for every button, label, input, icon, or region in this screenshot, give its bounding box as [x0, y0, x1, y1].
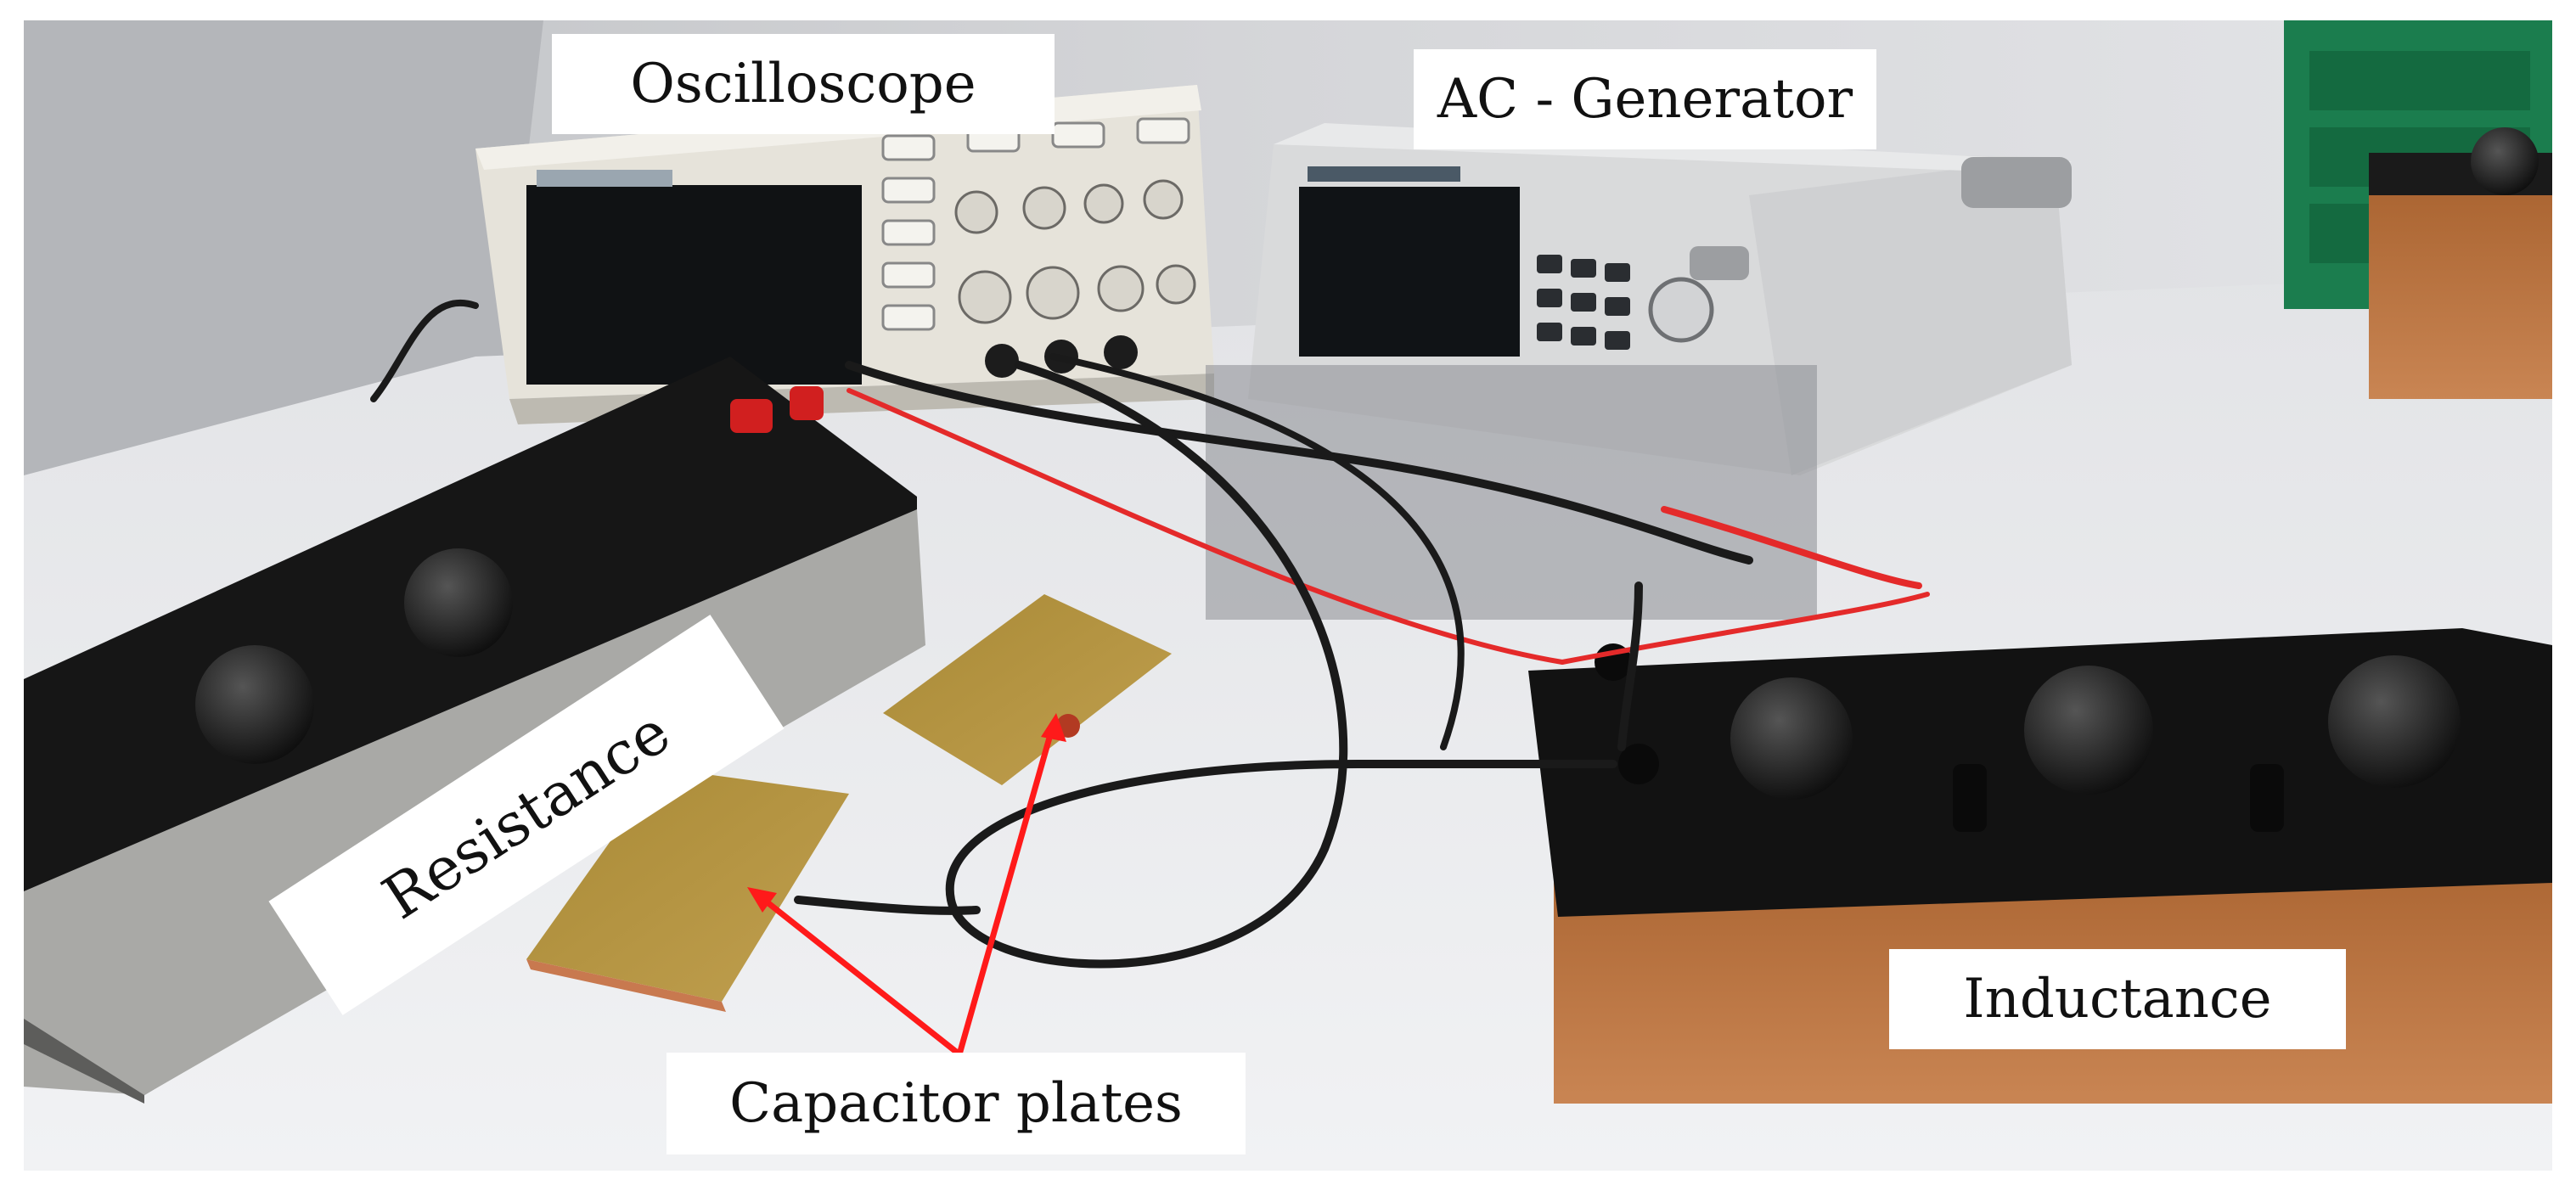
inductance-label: Inductance: [1889, 949, 2346, 1049]
wooden-box-small: [2369, 127, 2552, 399]
capacitor-plates-label: Capacitor plates: [666, 1053, 1246, 1154]
ac-generator-label: AC - Generator: [1414, 49, 1876, 149]
arrow-icon: [747, 713, 1066, 1057]
photo-frame: [24, 20, 2552, 1171]
inductor-box-icon: [1528, 628, 2552, 1104]
oscilloscope-label: Oscilloscope: [552, 34, 1055, 134]
lab-setup-photo: [24, 20, 2552, 1171]
capacitor-plate-icon: [526, 594, 1172, 1012]
signal-generator-icon: [1206, 123, 2072, 620]
